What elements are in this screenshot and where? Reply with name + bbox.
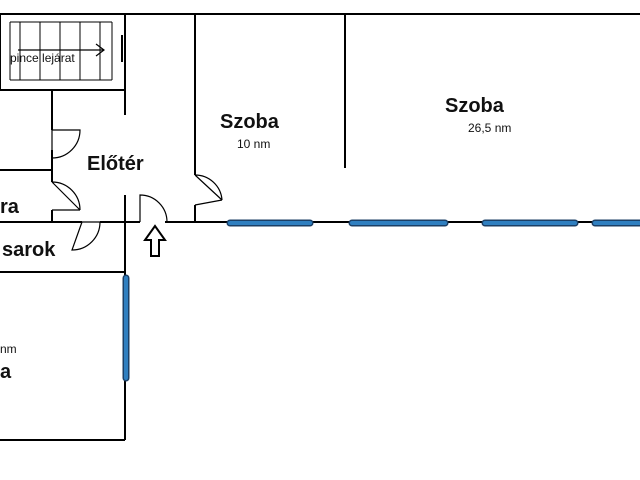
door-room-10 — [194, 174, 223, 206]
walls — [0, 13, 640, 441]
entrance-hall-label: Előtér — [87, 153, 144, 175]
door-entrance — [139, 194, 168, 223]
room-label-2: Szoba — [445, 95, 505, 117]
door-bottom-left — [71, 221, 101, 251]
cellar-label: pince lejárat — [10, 51, 75, 65]
door-hall-left-lower — [51, 181, 81, 211]
room-area-1: 10 nm — [237, 137, 270, 151]
bottom-room-label-partial: a — [0, 361, 12, 383]
corner-label-partial: sarok — [2, 239, 56, 261]
cellar-stairs — [9, 21, 113, 81]
door-hall-left-upper — [51, 129, 81, 159]
doors — [51, 129, 223, 251]
bottom-room-area-partial: nm — [0, 342, 17, 356]
room-area-2: 26,5 nm — [468, 121, 511, 135]
windows — [122, 219, 640, 382]
stair-arrow-icon — [18, 43, 105, 57]
left-room-label-partial: ra — [0, 196, 20, 218]
arrow-up-icon — [143, 224, 167, 257]
room-label-1: Szoba — [220, 111, 280, 133]
